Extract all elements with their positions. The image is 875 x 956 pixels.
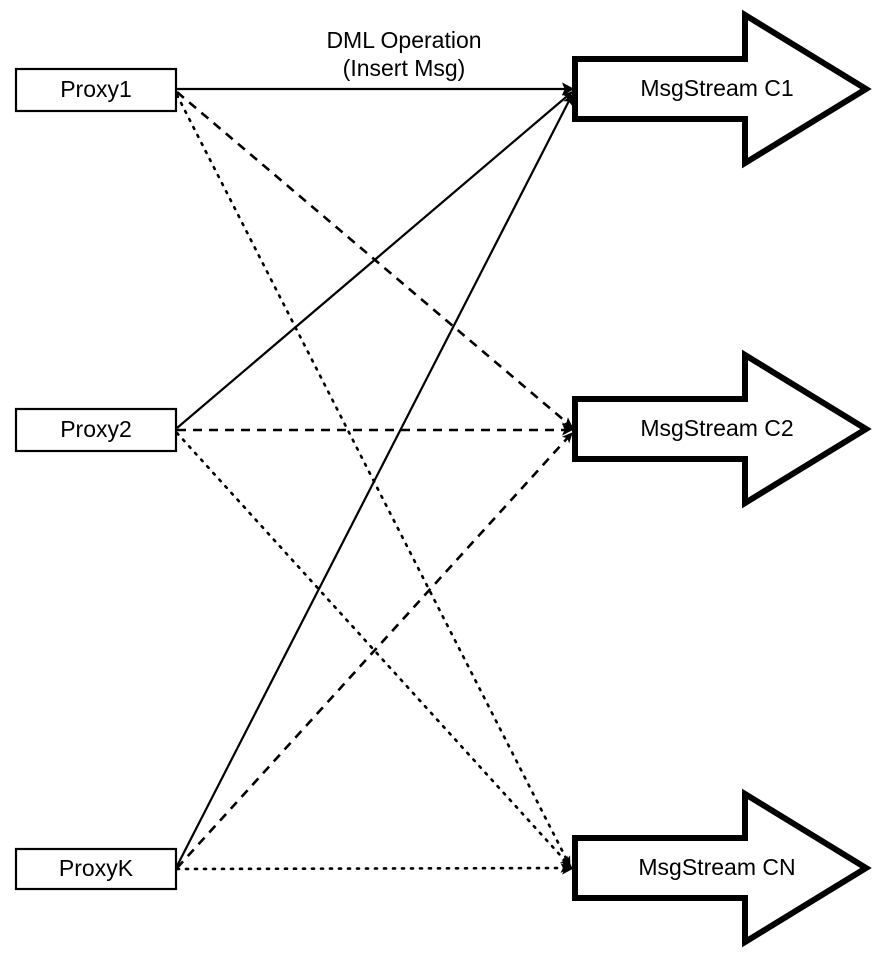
arrowhead-tip-c1 <box>562 82 575 96</box>
node-proxy1[interactable]: Proxy1 <box>14 67 178 113</box>
connection-proxyk-to-stream-cn <box>175 863 572 873</box>
connections-layer <box>175 84 573 873</box>
node-msgstream-cn[interactable]: MsgStream CN <box>572 788 872 948</box>
connection-proxy2-to-stream-c1 <box>176 91 573 429</box>
connection-proxy2-to-stream-cn <box>175 431 572 868</box>
node-msgstream-c2[interactable]: MsgStream C2 <box>572 349 872 509</box>
msgstream-c2-arrow-shape[interactable] <box>572 349 872 509</box>
node-proxyk[interactable]: ProxyK <box>14 847 178 891</box>
proxy-nodes-layer: Proxy1 Proxy2 ProxyK <box>14 67 178 891</box>
edge-label-dml-operation: DML Operation (Insert Msg) <box>326 27 481 81</box>
msgstream-cn-arrow-shape[interactable] <box>572 788 872 948</box>
proxyk-label: ProxyK <box>59 855 134 881</box>
node-proxy2[interactable]: Proxy2 <box>14 407 178 453</box>
proxy2-label: Proxy2 <box>60 416 132 442</box>
edge-label-line2: (Insert Msg) <box>343 55 466 81</box>
msgstream-c1-label: MsgStream C1 <box>640 75 793 101</box>
arrowhead-tip-cn <box>562 861 575 875</box>
edge-label-line1: DML Operation <box>326 27 481 53</box>
msgstream-c2-label: MsgStream C2 <box>640 415 793 441</box>
arrowhead-overlay-layer <box>562 82 575 875</box>
proxy1-box[interactable] <box>14 67 178 113</box>
node-msgstream-c1[interactable]: MsgStream C1 <box>572 9 872 169</box>
proxy2-box[interactable] <box>14 407 178 453</box>
proxy1-label: Proxy1 <box>60 76 132 102</box>
msgstream-nodes-layer: MsgStream C1 MsgStream C2 MsgStream CN <box>572 9 872 948</box>
msgstream-c1-arrow-shape[interactable] <box>572 9 872 169</box>
connection-proxyk-to-stream-c2 <box>176 432 573 869</box>
connection-proxyk-to-stream-c1 <box>176 94 573 867</box>
msgstream-cn-label: MsgStream CN <box>638 854 795 880</box>
proxyk-box[interactable] <box>14 847 178 891</box>
arrowhead-tip-c2 <box>562 422 575 436</box>
